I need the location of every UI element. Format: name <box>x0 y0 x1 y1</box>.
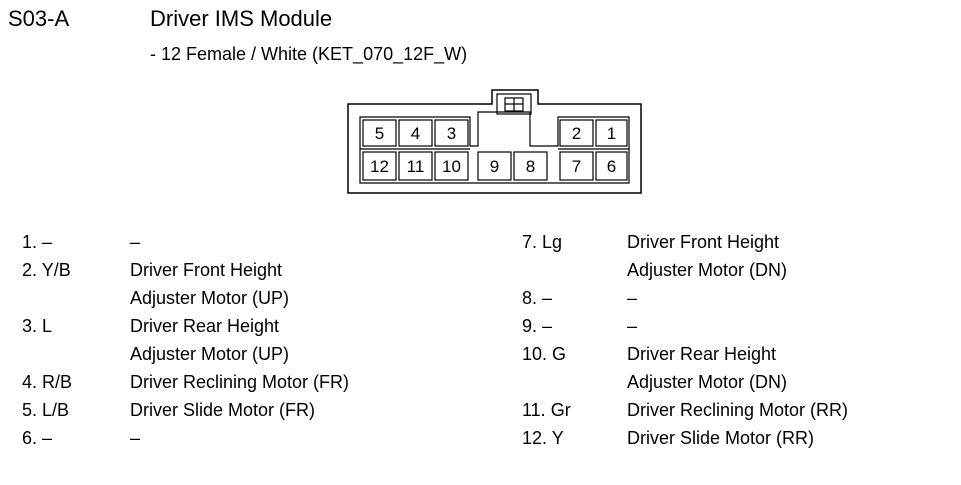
pin-id: 10. G <box>522 344 567 364</box>
pin-label-3: 3 <box>447 124 456 143</box>
pin-id: 3. L <box>22 316 53 336</box>
pin-function: Driver Reclining Motor (RR) <box>627 400 849 420</box>
pin-label-10: 10 <box>442 157 461 176</box>
pin-function: Driver Front Height <box>627 232 780 252</box>
pin-function: Adjuster Motor (UP) <box>130 344 290 364</box>
pin-function: – <box>130 428 141 448</box>
cavity-1 <box>595 119 628 147</box>
pin-id: 5. L/B <box>22 400 70 420</box>
pin-label-1: 1 <box>607 124 616 143</box>
pin-label-6: 6 <box>607 157 616 176</box>
pin-id: 12. Y <box>522 428 564 448</box>
pin-function: Driver Slide Motor (RR) <box>627 428 815 448</box>
pin-function: Adjuster Motor (UP) <box>130 288 290 308</box>
pin-function: Driver Front Height <box>130 260 283 280</box>
pin-id: 1. – <box>22 232 53 252</box>
pin-id: 7. Lg <box>522 232 563 252</box>
pin-label-12: 12 <box>370 157 389 176</box>
pin-id: 11. Gr <box>522 400 571 420</box>
pin-label-8: 8 <box>526 157 535 176</box>
pin-label-2: 2 <box>572 124 581 143</box>
cavity-7 <box>559 151 594 181</box>
pin-id: 9. – <box>522 316 553 336</box>
pin-function: Driver Rear Height <box>627 344 777 364</box>
cavity-11 <box>398 151 433 181</box>
cavity-8 <box>513 151 548 181</box>
pin-label-5: 5 <box>375 124 384 143</box>
pin-label-4: 4 <box>411 124 420 143</box>
cavity-12 <box>362 151 397 181</box>
cavity-3 <box>434 119 469 147</box>
cavity-9 <box>477 151 512 181</box>
pin-function: – <box>627 288 638 308</box>
pin-function: Driver Slide Motor (FR) <box>130 400 316 420</box>
cavity-10 <box>434 151 469 181</box>
cavity-6 <box>595 151 628 181</box>
pin-function: Driver Rear Height <box>130 316 280 336</box>
cavity-5 <box>362 119 397 147</box>
pin-label-11: 11 <box>407 157 425 176</box>
pin-id: 6. – <box>22 428 53 448</box>
pin-id: 2. Y/B <box>22 260 71 280</box>
latch-outer <box>496 93 532 115</box>
pin-function: Adjuster Motor (DN) <box>627 372 788 392</box>
pin-label-9: 9 <box>490 157 499 176</box>
cavity-2 <box>559 119 594 147</box>
pin-function: – <box>130 232 141 252</box>
pin-id: 4. R/B <box>22 372 73 392</box>
connector-code: S03-A <box>8 6 70 31</box>
pin-id: 8. – <box>522 288 553 308</box>
pin-label-7: 7 <box>572 157 581 176</box>
pin-function: – <box>627 316 638 336</box>
module-title: Driver IMS Module <box>150 6 333 31</box>
pin-function: Driver Reclining Motor (FR) <box>130 372 350 392</box>
pin-function: Adjuster Motor (DN) <box>627 260 788 280</box>
cavity-outline <box>359 111 630 184</box>
cavity-4 <box>398 119 433 147</box>
connector-spec: - 12 Female / White (KET_070_12F_W) <box>150 44 468 64</box>
connector-housing <box>347 89 642 194</box>
